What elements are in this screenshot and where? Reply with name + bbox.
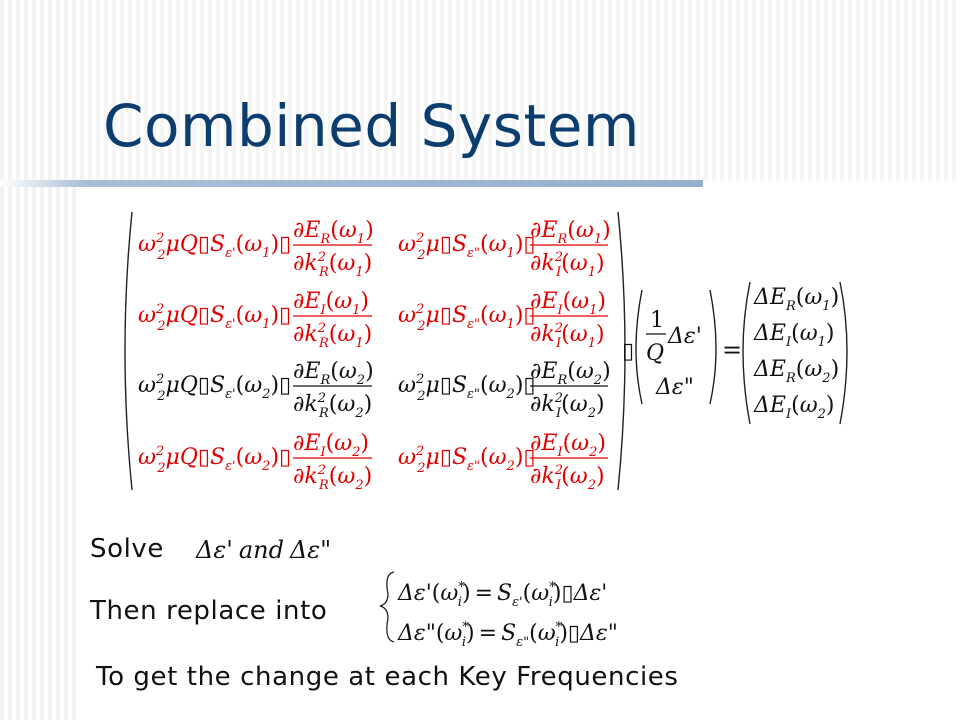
unknown-vector: ▯ 1 Q Δε' Δε" (622, 289, 717, 405)
svg-text:1: 1 (650, 308, 664, 333)
svg-text:∂k2R(ω2): ∂k2R(ω2) (293, 391, 372, 421)
svg-text:∂k2R(ω1): ∂k2R(ω1) (293, 250, 372, 280)
equals-sign: = (722, 336, 742, 364)
svg-text:∂ER(ω2): ∂ER(ω2) (530, 359, 611, 388)
svg-text:∂k2I(ω1): ∂k2I(ω1) (530, 321, 605, 351)
svg-text:∂EI(ω2): ∂EI(ω2) (293, 431, 369, 460)
svg-text:∂ER(ω1): ∂ER(ω1) (293, 218, 374, 247)
svg-text:∂k2I(ω2): ∂k2I(ω2) (530, 391, 605, 421)
rhs-vector: ΔER(ω1) ΔEI(ω1) ΔER(ω2) ΔEI(ω2) (742, 281, 848, 425)
title-background (0, 0, 960, 180)
svg-text:∂k2I(ω1): ∂k2I(ω1) (530, 250, 605, 280)
svg-text:∂k2R(ω2): ∂k2R(ω2) (293, 463, 372, 493)
svg-text:∂k2I(ω2): ∂k2I(ω2) (530, 463, 605, 493)
svg-text:Δε': Δε' (667, 324, 702, 349)
svg-text:∂EI(ω2): ∂EI(ω2) (530, 431, 606, 460)
svg-text:∂k2R(ω1): ∂k2R(ω1) (293, 321, 372, 351)
svg-text:▯: ▯ (622, 339, 634, 364)
slide-title: Combined System (103, 92, 640, 160)
svg-text:ΔER(ω1): ΔER(ω1) (753, 285, 839, 314)
svg-text:∂EI(ω1): ∂EI(ω1) (293, 289, 369, 318)
svg-text:Δε"(ω*i)=Sε"(ω*i)▯Δε": Δε"(ω*i)=Sε"(ω*i)▯Δε" (397, 620, 618, 650)
svg-text:Q: Q (646, 341, 664, 366)
svg-text:∂ER(ω2): ∂ER(ω2) (293, 359, 374, 388)
svg-text:∂ER(ω1): ∂ER(ω1) (530, 218, 611, 247)
matrix-right-bracket (617, 211, 626, 491)
svg-text:ΔEI(ω1): ΔEI(ω1) (753, 321, 835, 350)
conclusion-text: To get the change at each Key Frequencie… (96, 662, 679, 692)
svg-text:Δε": Δε" (655, 375, 694, 400)
svg-text:∂EI(ω1): ∂EI(ω1) (530, 289, 606, 318)
matrix-left-bracket (124, 211, 133, 491)
svg-text:ΔER(ω2): ΔER(ω2) (753, 357, 839, 386)
replacement-system: Δε'(ω*i)=Sε'(ω*i)▯Δε' Δε"(ω*i)=Sε"(ω*i)▯… (379, 571, 618, 650)
title-underline (0, 180, 703, 187)
replace-label: Then replace into (90, 596, 328, 626)
svg-text:ΔEI(ω2): ΔEI(ω2) (753, 393, 835, 422)
side-stripe (0, 0, 80, 720)
svg-text:Δε'(ω*i)=Sε'(ω*i)▯Δε': Δε'(ω*i)=Sε'(ω*i)▯Δε' (397, 580, 607, 610)
solve-label: Solve (90, 534, 165, 564)
